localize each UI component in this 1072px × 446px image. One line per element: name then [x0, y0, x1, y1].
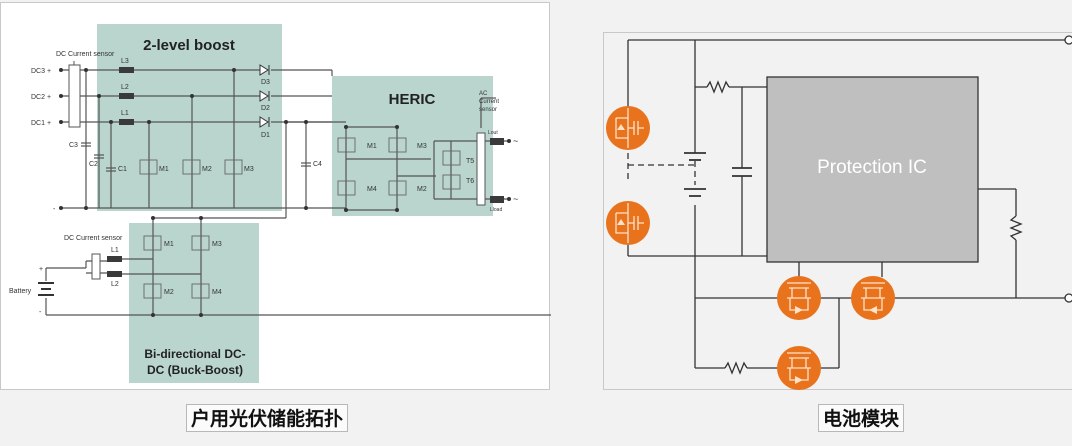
- mosfet-icons: [606, 106, 895, 390]
- label-C3: C3: [69, 142, 78, 149]
- capacitors: [81, 142, 311, 172]
- cell-mosfet-icon-2: [606, 201, 650, 245]
- label-heric-M2: M2: [417, 186, 427, 193]
- boost-block: [97, 24, 282, 211]
- junction-dots: [59, 68, 511, 317]
- negative-terminal: [1064, 293, 1072, 303]
- precharge-mosfet-icon: [777, 346, 821, 390]
- diodes: [259, 64, 270, 128]
- label-lload: Lload: [490, 207, 502, 213]
- label-heric-M3: M3: [417, 143, 427, 150]
- label-ac-sensor-1: AC: [479, 91, 488, 97]
- label-dc2: DC2 +: [31, 94, 51, 101]
- label-boost-M1: M1: [159, 166, 169, 173]
- label-bd-M4: M4: [212, 289, 222, 296]
- dc-current-sensor-bottom: [91, 253, 101, 280]
- label-C2: C2: [89, 161, 98, 168]
- battery-module-panel: Protection IC: [603, 32, 1072, 390]
- label-bd-M1: M1: [164, 241, 174, 248]
- label-tilde-1: ~: [513, 136, 518, 146]
- label-D1: D1: [261, 132, 270, 139]
- charge-mosfet-icon: [777, 276, 821, 320]
- label-bd-M2: M2: [164, 289, 174, 296]
- label-bd-L2: L2: [111, 281, 119, 288]
- pv-storage-schematic: 2-level boost HERIC Bi-directional DC- D…: [9, 24, 551, 383]
- bms-wiring: [627, 39, 1066, 375]
- bidir-title-1: Bi-directional DC-: [144, 347, 245, 361]
- label-heric-M4: M4: [367, 186, 377, 193]
- heric-title: HERIC: [389, 91, 436, 108]
- label-L3: L3: [121, 58, 129, 65]
- protection-ic-label: Protection IC: [817, 157, 927, 178]
- boost-wiring: [45, 69, 551, 316]
- label-C1: C1: [118, 166, 127, 173]
- label-minus-top: -: [53, 206, 56, 213]
- label-bat-minus: -: [39, 309, 42, 316]
- label-bat-plus: +: [39, 266, 43, 273]
- battery-icon: [38, 282, 54, 296]
- label-D2: D2: [261, 105, 270, 112]
- caption-pv-storage-topology: 户用光伏储能拓扑: [186, 404, 349, 432]
- label-boost-M2: M2: [202, 166, 212, 173]
- ac-current-sensor: [476, 132, 486, 206]
- label-D3: D3: [261, 79, 270, 86]
- label-tilde-2: ~: [513, 194, 518, 204]
- label-boost-M3: M3: [244, 166, 254, 173]
- boost-title: 2-level boost: [143, 37, 235, 54]
- label-bd-L1: L1: [111, 247, 119, 254]
- label-ac-sensor-2: Current: [479, 99, 499, 105]
- battery-module-schematic: Protection IC: [606, 35, 1072, 390]
- heric-block: [332, 76, 493, 216]
- label-dc-sensor-top: DC Current sensor: [56, 51, 115, 58]
- label-dc3: DC3 +: [31, 68, 51, 75]
- label-T6: T6: [466, 178, 474, 185]
- label-L2: L2: [121, 84, 129, 91]
- label-L1: L1: [121, 110, 129, 117]
- label-dc-sensor-bottom: DC Current sensor: [64, 235, 123, 242]
- battery-cells: [684, 152, 706, 197]
- label-bd-M3: M3: [212, 241, 222, 248]
- component-labels: DC Current sensor DC3 + DC2 + DC1 + - L3…: [9, 51, 518, 316]
- protection-ic: [766, 76, 979, 263]
- filter-capacitor: [732, 167, 752, 177]
- label-T5: T5: [466, 158, 474, 165]
- inductors: [107, 67, 504, 277]
- label-dc1: DC1 +: [31, 120, 51, 127]
- bidir-title-2: DC (Buck-Boost): [147, 363, 243, 377]
- label-C4: C4: [313, 161, 322, 168]
- discharge-mosfet-icon: [851, 276, 895, 320]
- label-ac-sensor-3: sensor: [479, 107, 497, 113]
- cell-mosfet-icon-1: [606, 106, 650, 150]
- caption-battery-module: 电池模块: [818, 404, 905, 432]
- label-heric-M1: M1: [367, 143, 377, 150]
- label-battery: Battery: [9, 288, 32, 295]
- label-lout: Lout: [488, 130, 498, 136]
- pv-storage-topology-panel: 2-level boost HERIC Bi-directional DC- D…: [0, 2, 551, 390]
- dc-current-sensor-top: [68, 64, 81, 128]
- positive-terminal: [1064, 35, 1072, 45]
- mosfet-switches: [139, 137, 461, 299]
